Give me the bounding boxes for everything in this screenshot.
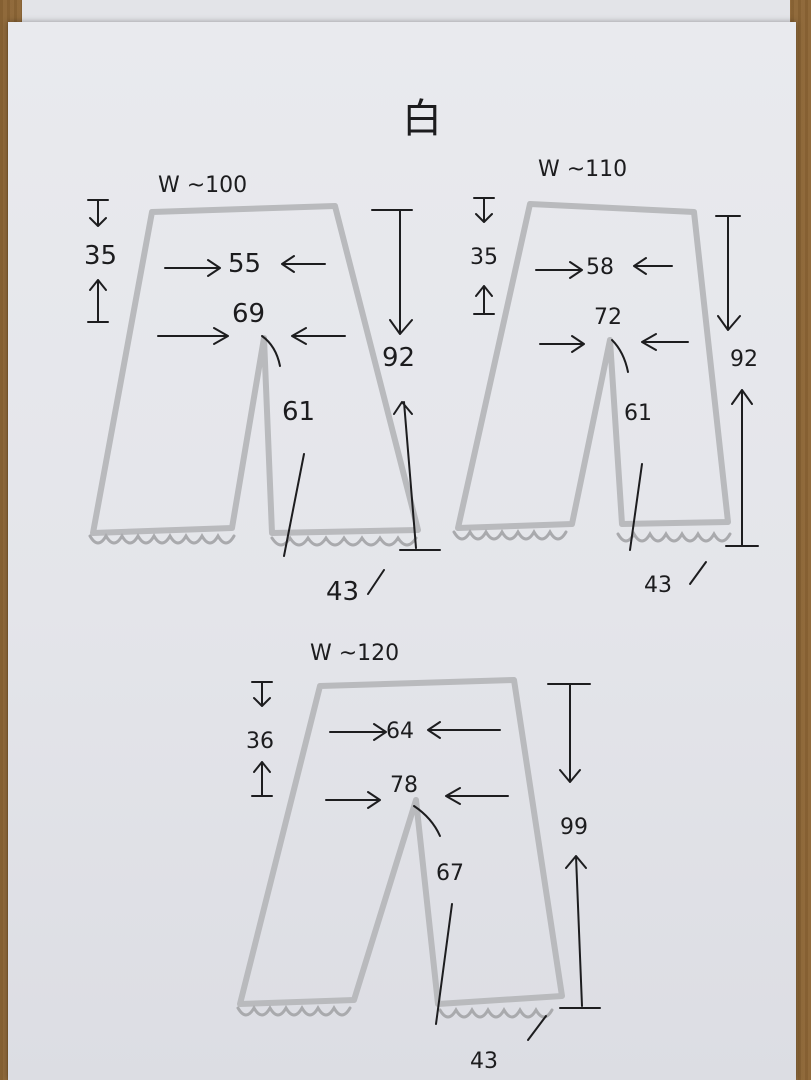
crotch-curve [611, 339, 629, 373]
hip-width-value: 72 [594, 305, 622, 330]
waist-depth-marker [251, 681, 273, 797]
inseam-value: 61 [624, 401, 652, 426]
size-label: W ~100 [158, 173, 247, 198]
total-length-marker [371, 209, 441, 551]
waist-width-value: 58 [586, 255, 614, 280]
hem-width-value: 43 [470, 1049, 498, 1074]
hem-ruffle-left [88, 532, 236, 545]
hem-width-value: 43 [326, 577, 359, 607]
waist-width-value: 64 [386, 719, 414, 744]
hem-ruffle-right [616, 530, 732, 543]
hip-width-value: 69 [232, 299, 265, 329]
waist-depth-value: 36 [246, 729, 274, 754]
hip-width-arrows [157, 327, 346, 345]
pattern-w100: W ~100 35 55 69 92 61 43 [84, 173, 441, 607]
total-length-value: 92 [382, 343, 415, 373]
hem-width-tick [367, 569, 385, 595]
pants-outline [90, 203, 421, 536]
hem-ruffle-right [270, 535, 418, 547]
hem-width-tick [527, 1015, 547, 1041]
hem-width-tick [689, 561, 707, 585]
size-label: W ~110 [538, 157, 627, 182]
hem-ruffle-right [438, 1006, 554, 1019]
inseam-value: 67 [436, 861, 464, 886]
hip-width-arrows [539, 333, 689, 353]
waist-depth-value: 35 [84, 241, 117, 271]
hem-ruffle-left [452, 528, 568, 541]
inseam-line [283, 453, 305, 557]
total-length-value: 92 [730, 347, 758, 372]
waist-width-arrows [535, 257, 673, 279]
hip-width-value: 78 [390, 773, 418, 798]
inseam-line [435, 903, 453, 1025]
waist-width-value: 55 [228, 249, 261, 279]
waist-depth-marker [87, 199, 109, 323]
inseam-line [629, 463, 643, 551]
crotch-curve [261, 335, 281, 367]
waist-depth-marker [473, 197, 495, 315]
hem-width-value: 43 [644, 573, 672, 598]
hem-ruffle-left [236, 1004, 352, 1017]
waist-width-arrows [164, 255, 326, 277]
crotch-curve [413, 805, 441, 837]
hip-width-arrows [325, 787, 509, 809]
size-label: W ~120 [310, 641, 399, 666]
waist-depth-value: 35 [470, 245, 498, 270]
inseam-value: 61 [282, 397, 315, 427]
color-title: 白 [402, 96, 442, 142]
pants-outline [455, 201, 731, 531]
pattern-w110: W ~110 35 58 72 92 61 43 [452, 157, 759, 598]
pattern-w120: W ~120 36 64 78 99 67 43 [236, 641, 601, 1074]
total-length-marker [547, 683, 601, 1009]
total-length-value: 99 [560, 815, 588, 840]
waist-width-arrows [329, 721, 501, 741]
total-length-marker [715, 215, 759, 547]
pants-outline [237, 677, 565, 1007]
